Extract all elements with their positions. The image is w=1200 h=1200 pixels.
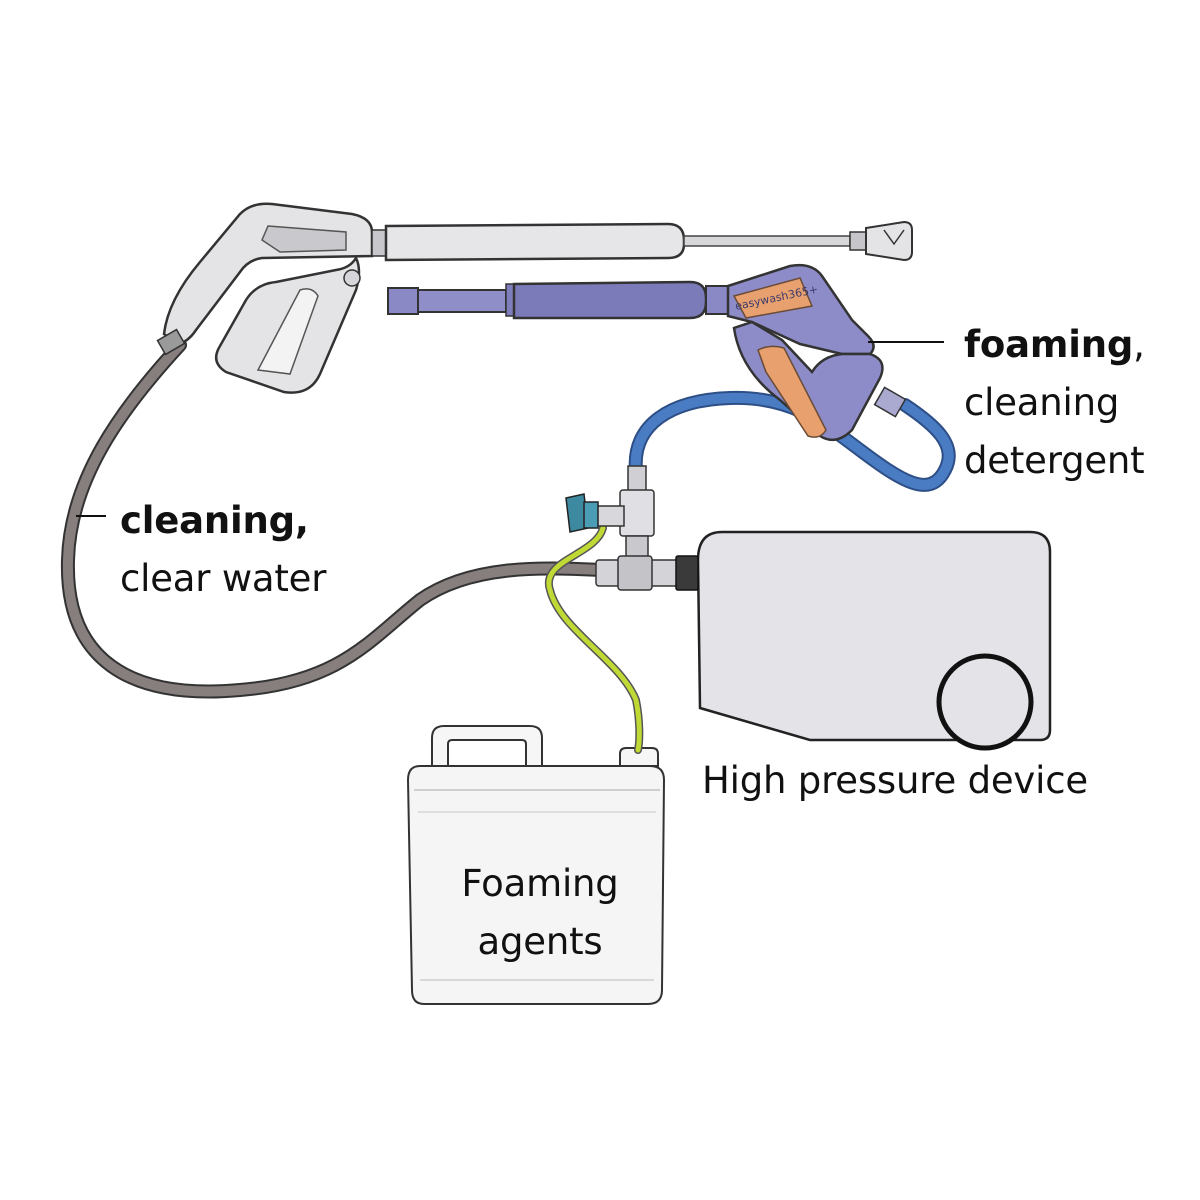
grey-hose <box>60 338 607 699</box>
device-label: High pressure device <box>702 752 1088 810</box>
cleaning-label: cleaning, clear water <box>120 492 326 608</box>
device-wheel <box>936 653 1034 751</box>
foaming-label-bold: foaming <box>964 323 1134 366</box>
foaming-label: foaming, cleaning detergent <box>964 316 1145 490</box>
cleaning-label-line2: clear water <box>120 557 327 600</box>
foaming-label-line2: cleaning <box>964 381 1120 424</box>
tank-label: Foaming agents <box>432 855 648 971</box>
foaming-label-line3: detergent <box>964 439 1145 482</box>
tank-label-line2: agents <box>477 920 603 963</box>
t-fitting-valve <box>565 465 699 591</box>
blue-hose <box>628 390 956 492</box>
foaming-label-comma: , <box>1133 323 1145 366</box>
cleaning-label-bold: cleaning, <box>120 499 309 542</box>
yellow-hose <box>544 524 644 754</box>
purple-foam-gun <box>387 263 907 442</box>
silver-spray-gun <box>156 202 913 394</box>
tank-label-line1: Foaming <box>461 862 619 905</box>
device-label-text: High pressure device <box>702 759 1088 802</box>
high-pressure-device <box>696 530 1052 751</box>
foaming-agent-tank <box>406 725 666 1005</box>
